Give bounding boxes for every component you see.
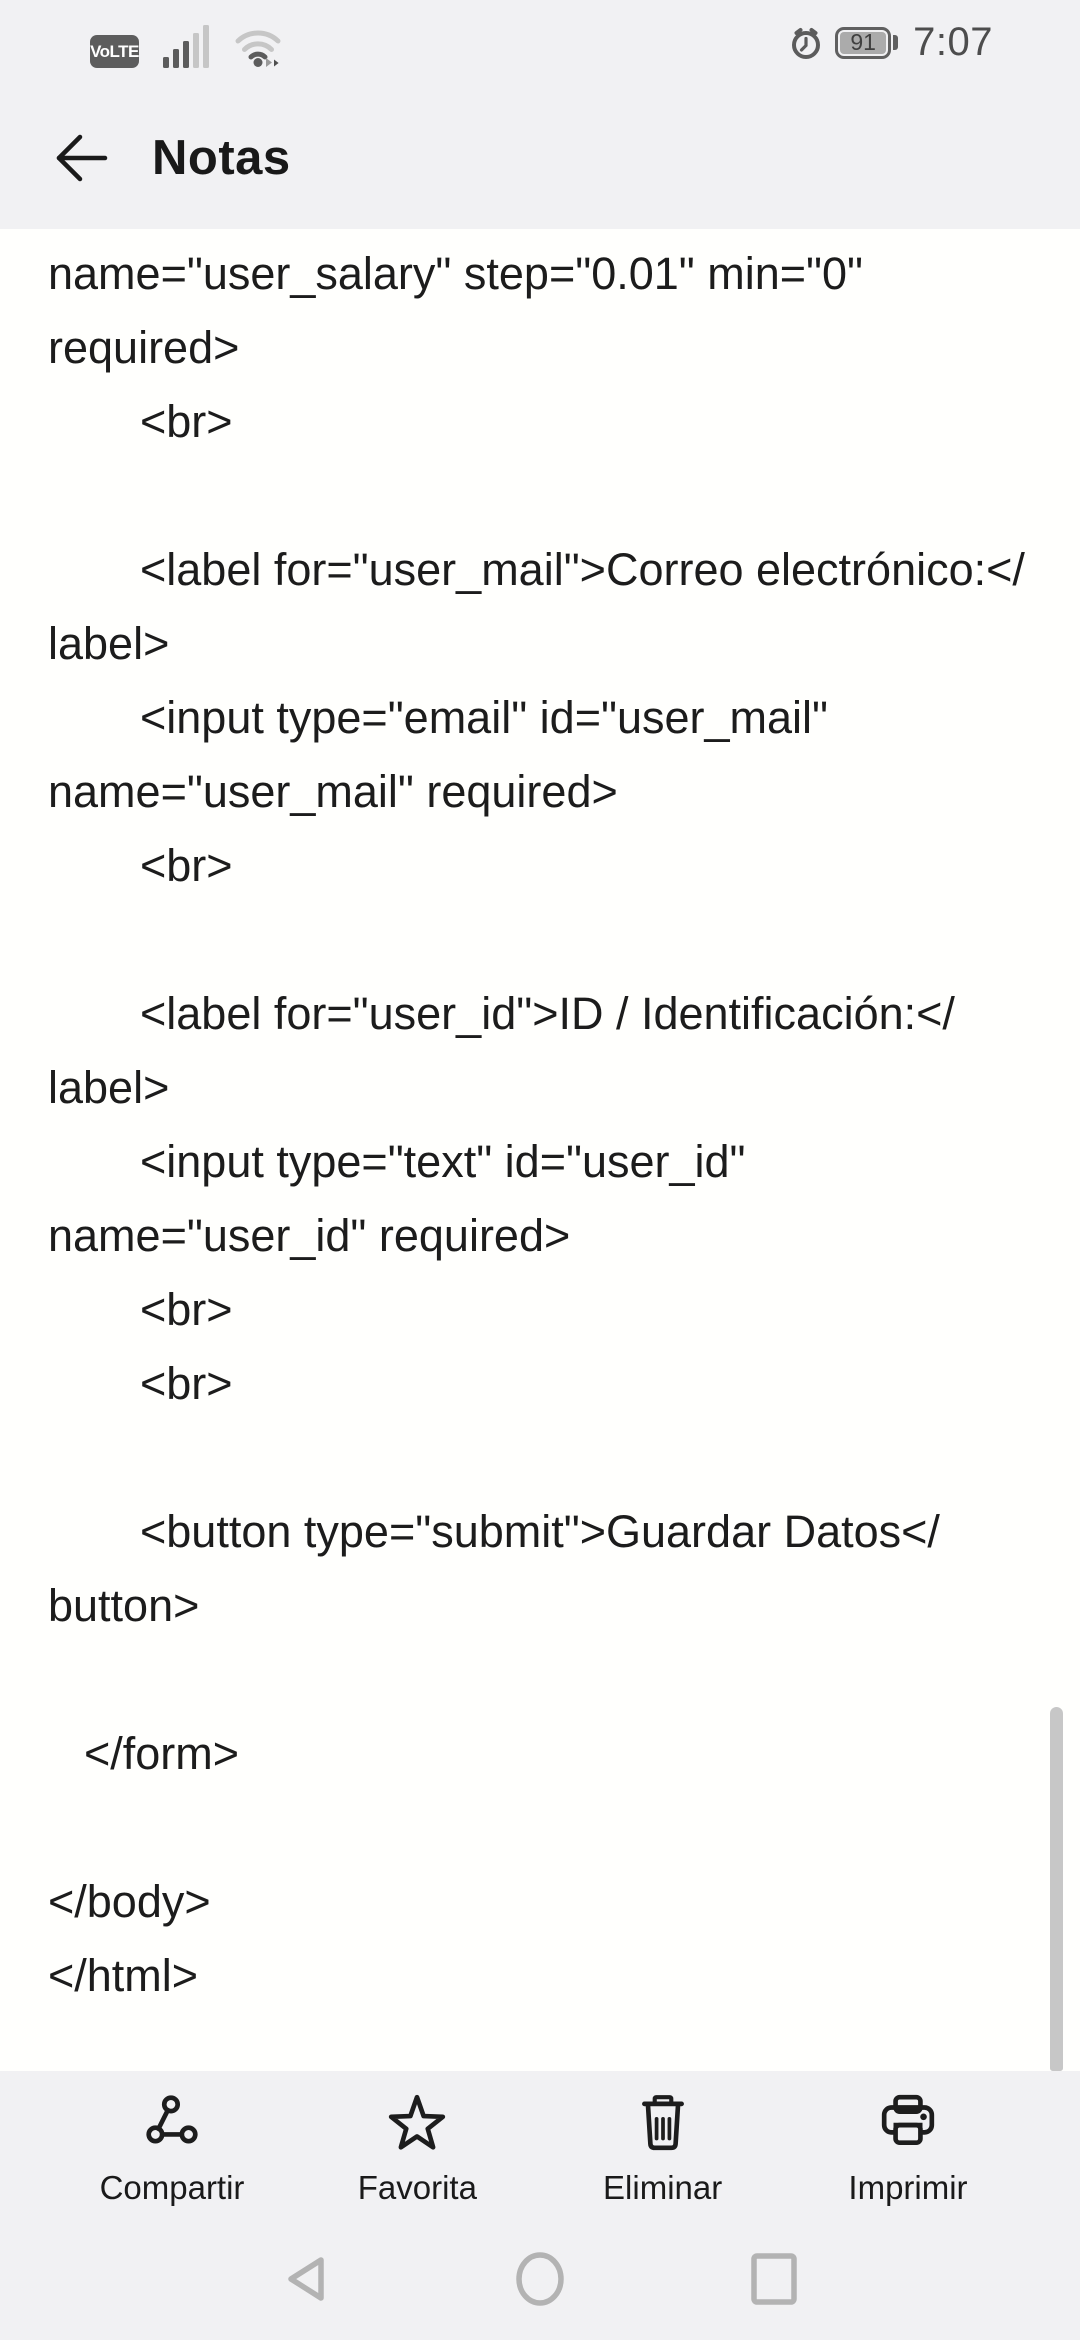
print-button[interactable]: Imprimir [824,2093,992,2207]
code-line: </body> [48,1876,211,1927]
top-chrome: VoLTE [0,0,1080,229]
code-line [48,1791,1080,1865]
signal-bars-icon [163,25,209,68]
code-line: <br> [140,840,233,891]
back-button[interactable] [52,129,110,187]
page-title: Notas [152,131,291,185]
battery-icon: 91 [835,26,901,60]
code-line [48,903,1080,977]
printer-icon [879,2093,937,2155]
nav-back-button[interactable] [280,2253,332,2305]
star-icon [386,2093,448,2155]
nav-recents-button[interactable] [748,2253,800,2305]
code-line: <label for="user_id">ID / Identificación… [140,988,955,1039]
share-label: Compartir [99,2169,245,2206]
code-line: <br> [140,1284,233,1335]
code-line: </html> [48,1950,199,2001]
print-label: Imprimir [848,2169,968,2206]
code-line: button> [48,1580,200,1631]
scrollbar-thumb[interactable] [1050,1707,1063,2071]
code-line: label> [48,618,170,669]
bottom-chrome: Compartir Favorita [0,2071,1080,2340]
recents-square-icon [751,2253,797,2305]
toolbar: Compartir Favorita [0,2071,1080,2207]
status-bar-right: 91 7:07 [789,20,993,65]
favorite-button[interactable]: Favorita [333,2093,501,2207]
alarm-clock-icon [789,25,823,61]
navigation-bar [0,2252,1080,2306]
nav-home-button[interactable] [514,2252,566,2306]
note-content[interactable]: name="user_salary" step="0.01" min="0" re… [0,229,1080,2071]
arrow-left-icon [56,134,108,182]
code-line: <input type="text" id="user_id" [140,1136,746,1187]
delete-label: Eliminar [603,2169,723,2206]
code-line: <br> [140,396,233,447]
home-circle-icon [516,2252,564,2306]
code-line: <button type="submit">Guardar Datos</ [140,1506,940,1557]
favorite-label: Favorita [357,2169,477,2206]
code-line: <input type="email" id="user_mail" [140,692,829,743]
share-icon [143,2093,201,2155]
share-button[interactable]: Compartir [88,2093,256,2207]
delete-button[interactable]: Eliminar [579,2093,747,2207]
code-line [48,1421,1080,1495]
header: Notas [0,108,1080,208]
code-line: name="user_mail" required> [48,766,618,817]
code-line: <br> [140,1358,233,1409]
code-line: label> [48,1062,170,1113]
code-line [48,459,1080,533]
volte-badge: VoLTE [90,35,139,68]
status-bar-left: VoLTE [90,24,285,68]
wifi-icon [233,24,285,68]
code-line: name="user_salary" step="0.01" min="0" [48,248,864,299]
status-bar: VoLTE [0,0,1080,90]
code-line: name="user_id" required> [48,1210,571,1261]
code-line [48,1643,1080,1717]
code-line: required> [48,322,240,373]
code-line: <label for="user_mail">Correo electrónic… [140,544,1025,595]
battery-percent: 91 [850,29,876,55]
code-line: </form> [84,1728,240,1779]
trash-icon [636,2093,690,2155]
back-triangle-icon [288,2257,324,2301]
status-time: 7:07 [913,20,993,64]
